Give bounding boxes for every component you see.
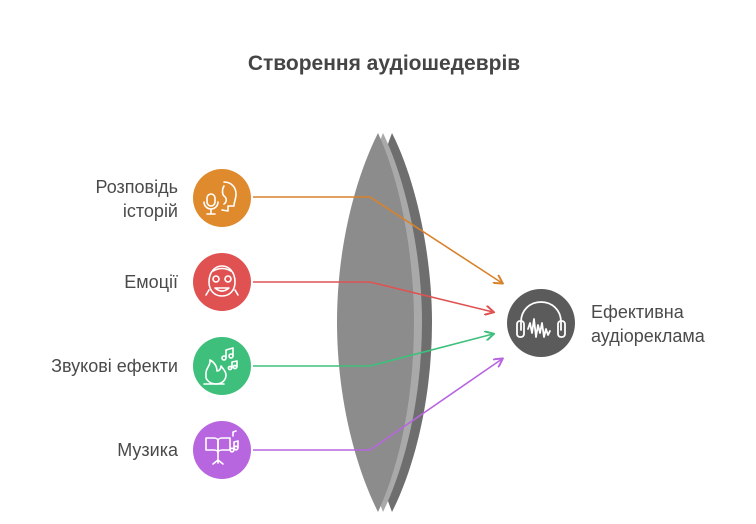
lens	[337, 133, 432, 512]
connector-emotions	[253, 281, 493, 312]
emotions-node	[193, 253, 251, 311]
output-node	[507, 289, 575, 357]
sound-effects-node	[193, 337, 251, 395]
label-storytelling: Розповідь історій	[96, 175, 178, 223]
label-music: Музика	[117, 440, 178, 460]
diagram-title: Створення аудіошедеврів	[247, 52, 521, 75]
label-storytelling-line1: Розповідь	[95, 177, 178, 197]
label-output-line2: аудіореклама	[591, 326, 705, 346]
storytelling-icon	[203, 181, 237, 215]
label-emotions: Емоції	[124, 272, 178, 292]
label-output: Ефективна аудіореклама	[591, 300, 751, 348]
headphones-waveform-icon	[516, 301, 566, 338]
connector-storytelling	[253, 196, 502, 283]
storytelling-node	[193, 169, 251, 227]
label-output-line1: Ефективна	[591, 302, 684, 322]
label-storytelling-line2: історій	[122, 201, 178, 221]
label-sound-effects: Звукові ефекти	[51, 356, 178, 376]
connector-music	[253, 359, 502, 451]
music-node	[193, 421, 251, 479]
sound-effects-icon	[203, 347, 238, 385]
connector-sound-effects	[253, 334, 493, 367]
music-book-icon	[205, 430, 239, 465]
emotion-face-icon	[205, 265, 239, 297]
